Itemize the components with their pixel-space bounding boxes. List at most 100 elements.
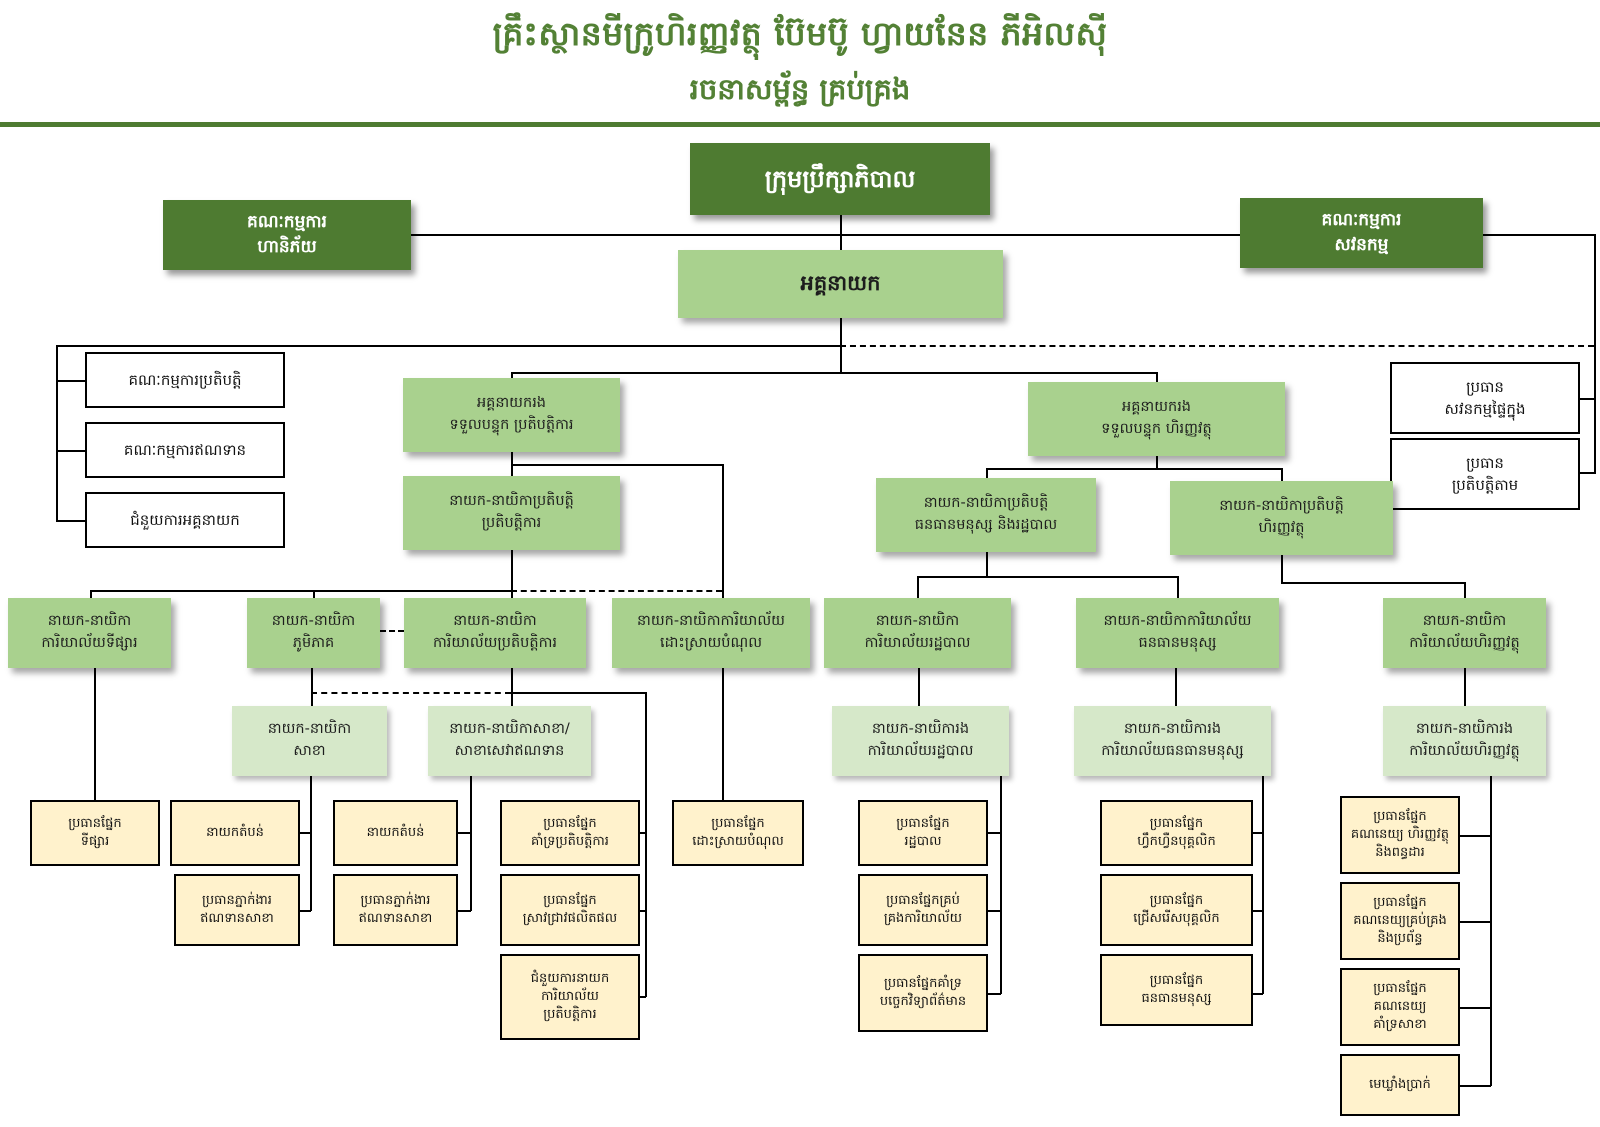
node-ddg-operations: អគ្គនាយករង ទទួលបន្ទុក ប្រតិបត្តិការ [403,378,620,452]
node-audit-committee: គណៈកម្មការ សវនកម្ម [1240,198,1483,268]
node-ddg-finance: អគ្គនាយករង ទទួលបន្ទុក ហិរញ្ញវត្ថុ [1028,382,1285,456]
connector-line [840,318,842,372]
connector-line [986,468,988,480]
connector-line [1281,582,1464,584]
connector-line [511,668,513,706]
connector-line [988,910,1001,912]
node-dir-admin-office: នាយក-នាយិកា ការិយាល័យរដ្ឋបាល [824,598,1011,668]
node-ed-finance: នាយក-នាយិកាប្រតិបត្តិ ហិរញ្ញវត្ថុ [1170,481,1393,555]
connector-line [722,668,724,800]
connector-line [458,832,471,834]
connector-line [986,468,1281,470]
node-head-compliance: ប្រធាន ប្រតិបត្តិតាម [1390,438,1580,510]
connector-line [90,590,511,592]
node-assistant-dir-ops-office: ជំនួយការនាយក ការិយាល័យ ប្រតិបត្តិការ [500,954,640,1040]
node-head-acc-mgmt-systems: ប្រធានផ្នែក គណនេយ្យគ្រប់គ្រង និងប្រព័ន្ធ [1340,882,1460,960]
connector-line [722,464,724,598]
node-head-it-support: ប្រធានផ្នែកគាំទ្រ បច្ចេកវិទ្យាព័ត៌មាន [858,954,988,1032]
page-title: គ្រឹះស្ថានមីក្រូហិរញ្ញវត្ថុ ប៊ែមប៊ូ ហ្វា… [0,14,1600,62]
connector-line [840,215,842,250]
connector-line [1580,472,1596,474]
connector-line [1594,234,1596,474]
node-risk-committee: គណៈកម្មការ ហានិភ័យ [163,200,411,270]
connector-line [511,372,1156,374]
connector-line [56,380,85,382]
connector-line [1156,372,1158,384]
connector-line [511,550,513,598]
connector-line [1281,555,1283,584]
connector-line [645,692,647,997]
node-head-office-management: ប្រធានផ្នែកគ្រប់ គ្រងការិយាល័យ [858,874,988,946]
node-head-branch-credit-agent-1: ប្រធានភ្នាក់ងារ ឥណទានសាខា [174,874,300,946]
connector-line [1460,1085,1491,1087]
connector-line [1253,993,1263,995]
connector-line [1490,776,1492,1086]
connector-line [411,234,1240,236]
connector-line [1281,468,1283,483]
connector-line [1177,576,1179,598]
connector-line [1262,776,1264,994]
connector-line [636,832,646,834]
node-dir-marketing-office: នាយក-នាយិកា ការិយាល័យទីផ្សារ [8,598,171,668]
connector-line [636,910,646,912]
node-head-ops-support: ប្រធានផ្នែក គាំទ្រប្រតិបត្តិការ [500,800,640,866]
node-head-staff-training: ប្រធានផ្នែក ហ្វឹកហ្វឺនបុគ្គលិក [1100,800,1253,866]
node-head-product-research: ប្រធានផ្នែក ស្រាវជ្រាវផលិតផល [500,874,640,946]
connector-line [56,520,85,522]
connector-line [988,993,1001,995]
company-prefix: គ្រឹះស្ថានមីក្រូហិរញ្ញវត្ថុ [492,14,763,53]
node-dir-branch: នាយក-នាយិកា សាខា [232,706,387,776]
connector-line [1483,234,1596,236]
node-ed-operations: នាយក-នាយិកាប្រតិបត្តិ ប្រតិបត្តិការ [403,476,620,550]
connector-line [1000,776,1002,994]
node-dg-assistant: ជំនួយការអគ្គនាយក [85,492,285,548]
connector-line [1253,910,1263,912]
title-separator-rule [0,122,1600,127]
page-subtitle: រចនាសម្ព័ន្ធ គ្រប់គ្រង [689,72,911,106]
connector-line [511,372,513,380]
connector-line [1580,398,1596,400]
connector-dashed-line [511,590,722,592]
node-director-general: អគ្គនាយក [678,250,1003,318]
connector-dashed-line [311,692,511,694]
connector-line [310,776,312,911]
connector-line [311,668,313,706]
connector-line [1464,668,1466,706]
connector-line [1460,1007,1491,1009]
connector-dashed-line [380,630,404,632]
connector-line [313,590,315,599]
node-head-debt-resolution: ប្រធានផ្នែក ដោះស្រាយបំណុល [672,800,804,866]
node-head-acc-branch-support: ប្រធានផ្នែក គណនេយ្យ គាំទ្រសាខា [1340,968,1460,1046]
node-dir-regional: នាយក-នាយិកា ភូមិភាគ [247,598,380,668]
connector-line [1460,835,1491,837]
connector-line [90,590,92,599]
connector-line [458,910,471,912]
node-zone-director-1: នាយកតំបន់ [170,800,300,866]
node-dir-finance-office: នាយក-នាយិកា ការិយាល័យហិរញ្ញវត្ថុ [1383,598,1546,668]
connector-line [470,776,472,911]
connector-line [917,576,1177,578]
company-name: ប៊ែមប៊ូ ហ្វាយនែន ភីអិលស៊ី [774,14,1108,53]
node-ed-hr-admin: នាយក-នាយិកាប្រតិបត្តិ ធនធានមនុស្ស និងរដ្… [876,478,1096,552]
node-board-of-directors: ក្រុមប្រឹក្សាភិបាល [690,143,990,215]
node-dir-branch-credit: នាយក-នាយិកាសាខា/ សាខាសេវាឥណទាន [428,706,591,776]
node-zone-director-2: នាយកតំបន់ [333,800,458,866]
node-ddir-finance-office: នាយក-នាយិការង ការិយាល័យហិរញ្ញវត្ថុ [1383,706,1546,776]
connector-line [300,910,311,912]
connector-line [56,345,840,347]
connector-line [1464,582,1466,598]
node-executive-committee: គណៈកម្មការប្រតិបត្តិ [85,352,285,408]
node-head-admin: ប្រធានផ្នែក រដ្ឋបាល [858,800,988,866]
node-head-staff-recruitment: ប្រធានផ្នែក ជ្រើសរើសបុគ្គលិក [1100,874,1253,946]
connector-line [511,452,513,478]
connector-line [300,832,311,834]
connector-line [1253,832,1263,834]
node-dir-debt-office: នាយក-នាយិកាការិយាល័យ ដោះស្រាយបំណុល [612,598,810,668]
connector-line [511,464,722,466]
node-head-acc-fin-tax: ប្រធានផ្នែក គណនេយ្យ ហិរញ្ញវត្ថុ និងពន្ធដ… [1340,796,1460,874]
connector-line [56,450,85,452]
connector-line [988,832,1001,834]
node-credit-committee: គណៈកម្មការឥណទាន [85,422,285,478]
connector-line [636,996,646,998]
